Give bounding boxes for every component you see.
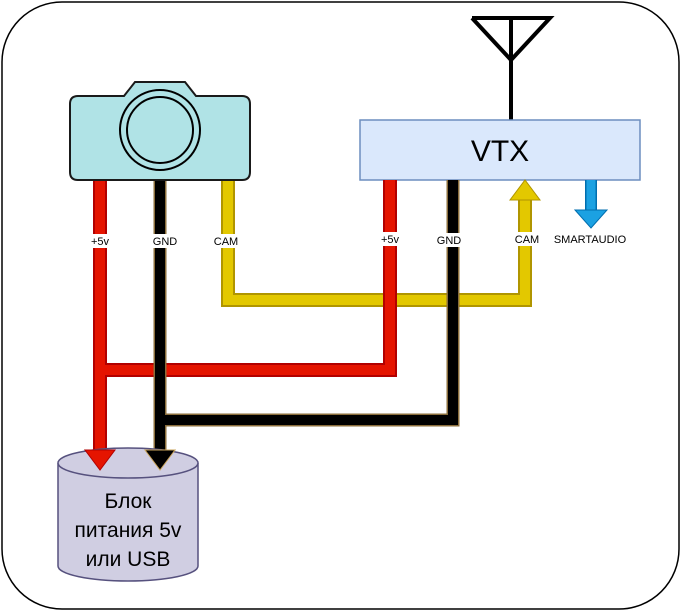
video-arrow-icon	[509, 179, 541, 201]
camera-icon	[69, 81, 251, 181]
ground-wire	[144, 180, 460, 471]
camera-ground-label: GND	[153, 236, 178, 248]
camera-video-label: CAM	[214, 236, 238, 248]
vtx-ground-label: GND	[437, 235, 462, 247]
power-supply-line1: Блок	[105, 490, 153, 513]
vtx-smartaudio-label: SMARTAUDIO	[554, 234, 627, 246]
power-arrow-tip-icon	[84, 449, 116, 471]
vtx-video-label: CAM	[515, 234, 539, 246]
vtx-label: VTX	[471, 135, 529, 168]
ground-arrow-tip-icon	[144, 449, 176, 471]
power-supply-line2: питания 5v	[75, 519, 182, 542]
power-supply-line3: или USB	[86, 548, 171, 571]
power-supply: Блок питания 5v или USB	[57, 447, 199, 582]
camera-power-label: +5v	[91, 236, 110, 248]
smartaudio-wire	[573, 180, 609, 229]
vtx-power-label: +5v	[381, 234, 400, 246]
antenna-icon	[470, 16, 555, 120]
smartaudio-arrow-icon	[573, 209, 609, 229]
vtx-box	[359, 119, 641, 181]
